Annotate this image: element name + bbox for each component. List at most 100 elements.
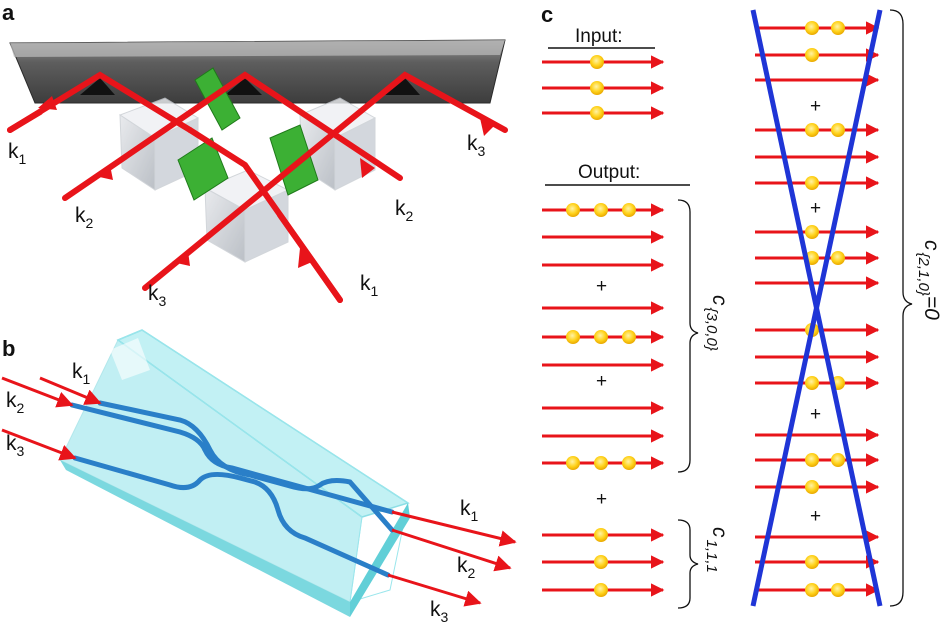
panel-b-integrated-chip: b k1 k2 bbox=[1, 329, 517, 625]
chip-label-k1-out: k1 bbox=[460, 497, 479, 524]
beam-label-k3-out: k3 bbox=[467, 132, 486, 159]
input-mode-row bbox=[542, 106, 665, 120]
photon-dot bbox=[622, 330, 636, 344]
photon-dot bbox=[594, 203, 608, 217]
photon-dot bbox=[805, 453, 819, 467]
svg-text:c{2,1,0}=0: c{2,1,0}=0 bbox=[915, 240, 943, 320]
panel-a-bulk-optics-tritter: a bbox=[2, 0, 508, 309]
plus-sign-1: + bbox=[596, 276, 607, 297]
arrow-k3-out bbox=[480, 118, 496, 136]
svg-text:c{3,0,0}: c{3,0,0} bbox=[703, 295, 731, 351]
cancelled-mode-row bbox=[755, 453, 880, 467]
brace-111 bbox=[677, 519, 699, 609]
output-rows bbox=[542, 203, 665, 597]
panel-a-letter: a bbox=[2, 0, 15, 25]
output-mode-row bbox=[542, 203, 665, 217]
arrow-k1-in bbox=[38, 96, 57, 110]
waveguide-2 bbox=[97, 400, 395, 533]
chip-beam-in-k3 bbox=[1, 428, 77, 461]
input-mode-row bbox=[542, 81, 665, 95]
chip-beam-out-k2 bbox=[391, 528, 512, 572]
photon-dot bbox=[805, 123, 819, 137]
svg-text:k1: k1 bbox=[360, 272, 379, 299]
photon-dot bbox=[594, 330, 608, 344]
photon-dot bbox=[594, 583, 608, 597]
panel-c-photon-states: c Input: Output: + + + c{3,0,0} c1,1,1 c… bbox=[541, 2, 943, 609]
chip-label-k1-in: k1 bbox=[72, 360, 91, 387]
svg-text:k2: k2 bbox=[395, 197, 414, 224]
arrow-k2-out bbox=[360, 158, 375, 178]
photon-dot bbox=[805, 555, 819, 569]
cancelled-mode-row bbox=[755, 123, 880, 137]
photon-dot bbox=[594, 555, 608, 569]
cancelled-mode-row bbox=[755, 583, 880, 597]
photon-dot bbox=[590, 81, 604, 95]
laser-beams bbox=[7, 71, 508, 303]
waveguide-3 bbox=[72, 455, 391, 578]
photon-dot bbox=[590, 106, 604, 120]
chip-label-k2-in: k2 bbox=[6, 389, 25, 416]
cancelled-rows bbox=[755, 21, 880, 597]
coef-label-210: c{2,1,0}=0 bbox=[915, 240, 943, 320]
chip-beam-in-k1 bbox=[39, 376, 102, 405]
photon-dot bbox=[566, 203, 580, 217]
output-mode-row bbox=[542, 583, 665, 597]
svg-text:k1: k1 bbox=[8, 140, 27, 167]
plus-sign-r3: + bbox=[810, 404, 821, 425]
plus-sign-r4: + bbox=[810, 506, 821, 527]
chip-label-k3-out: k3 bbox=[430, 598, 449, 625]
cancelled-mode-row bbox=[755, 376, 880, 390]
svg-text:k3: k3 bbox=[430, 598, 449, 625]
beam-k2-in bbox=[62, 71, 403, 201]
beam-k1-out bbox=[277, 212, 343, 303]
coef-label-111: c1,1,1 bbox=[703, 527, 731, 573]
svg-text:k2: k2 bbox=[6, 389, 25, 416]
chip-beams bbox=[1, 376, 517, 607]
coef-label-300: c{3,0,0} bbox=[703, 295, 731, 351]
beam-label-k1-in: k1 bbox=[8, 140, 27, 167]
photon-dot bbox=[594, 528, 608, 542]
arrow-k3-in bbox=[172, 251, 190, 266]
plus-sign-r1: + bbox=[810, 96, 821, 117]
photon-dot bbox=[805, 48, 819, 62]
photon-dot bbox=[622, 203, 636, 217]
beam-k3-in bbox=[142, 71, 508, 291]
photon-dot bbox=[566, 330, 580, 344]
photon-dot bbox=[805, 225, 819, 239]
svg-text:k3: k3 bbox=[6, 432, 25, 459]
svg-text:k2: k2 bbox=[75, 204, 94, 231]
svg-text:k1: k1 bbox=[460, 497, 479, 524]
output-mode-row bbox=[542, 456, 665, 470]
input-mode-row bbox=[542, 55, 665, 69]
input-rows bbox=[542, 55, 665, 120]
cancelled-mode-row bbox=[755, 323, 880, 337]
beam-splitter-cube-right bbox=[298, 97, 377, 191]
svg-text:k3: k3 bbox=[467, 132, 486, 159]
photon-dot bbox=[622, 456, 636, 470]
beam-label-k1-out: k1 bbox=[360, 272, 379, 299]
cancelled-mode-row bbox=[755, 251, 880, 265]
photon-dot bbox=[805, 480, 819, 494]
plus-sign-3: + bbox=[596, 489, 607, 510]
photon-dot bbox=[831, 453, 845, 467]
beam-mid-2 bbox=[7, 109, 43, 133]
arrow-k2-in bbox=[95, 165, 113, 180]
output-mode-row bbox=[542, 330, 665, 344]
photon-dot bbox=[831, 583, 845, 597]
photon-dot bbox=[831, 21, 845, 35]
phase-plate-left bbox=[177, 137, 229, 201]
chip-beam-in-k2 bbox=[1, 376, 74, 408]
photon-dot bbox=[831, 123, 845, 137]
photon-dot bbox=[590, 55, 604, 69]
cancelled-mode-row bbox=[755, 176, 880, 190]
chip-label-k3-in: k3 bbox=[6, 432, 25, 459]
panel-b-letter: b bbox=[2, 336, 15, 361]
photon-dot bbox=[831, 251, 845, 265]
glass-chip bbox=[59, 329, 410, 617]
beam-arrows-a bbox=[38, 96, 496, 268]
plus-sign-2: + bbox=[596, 371, 607, 392]
chip-beam-out-k3 bbox=[387, 573, 482, 607]
output-mode-row bbox=[542, 528, 665, 542]
phase-plate-top bbox=[194, 67, 241, 131]
